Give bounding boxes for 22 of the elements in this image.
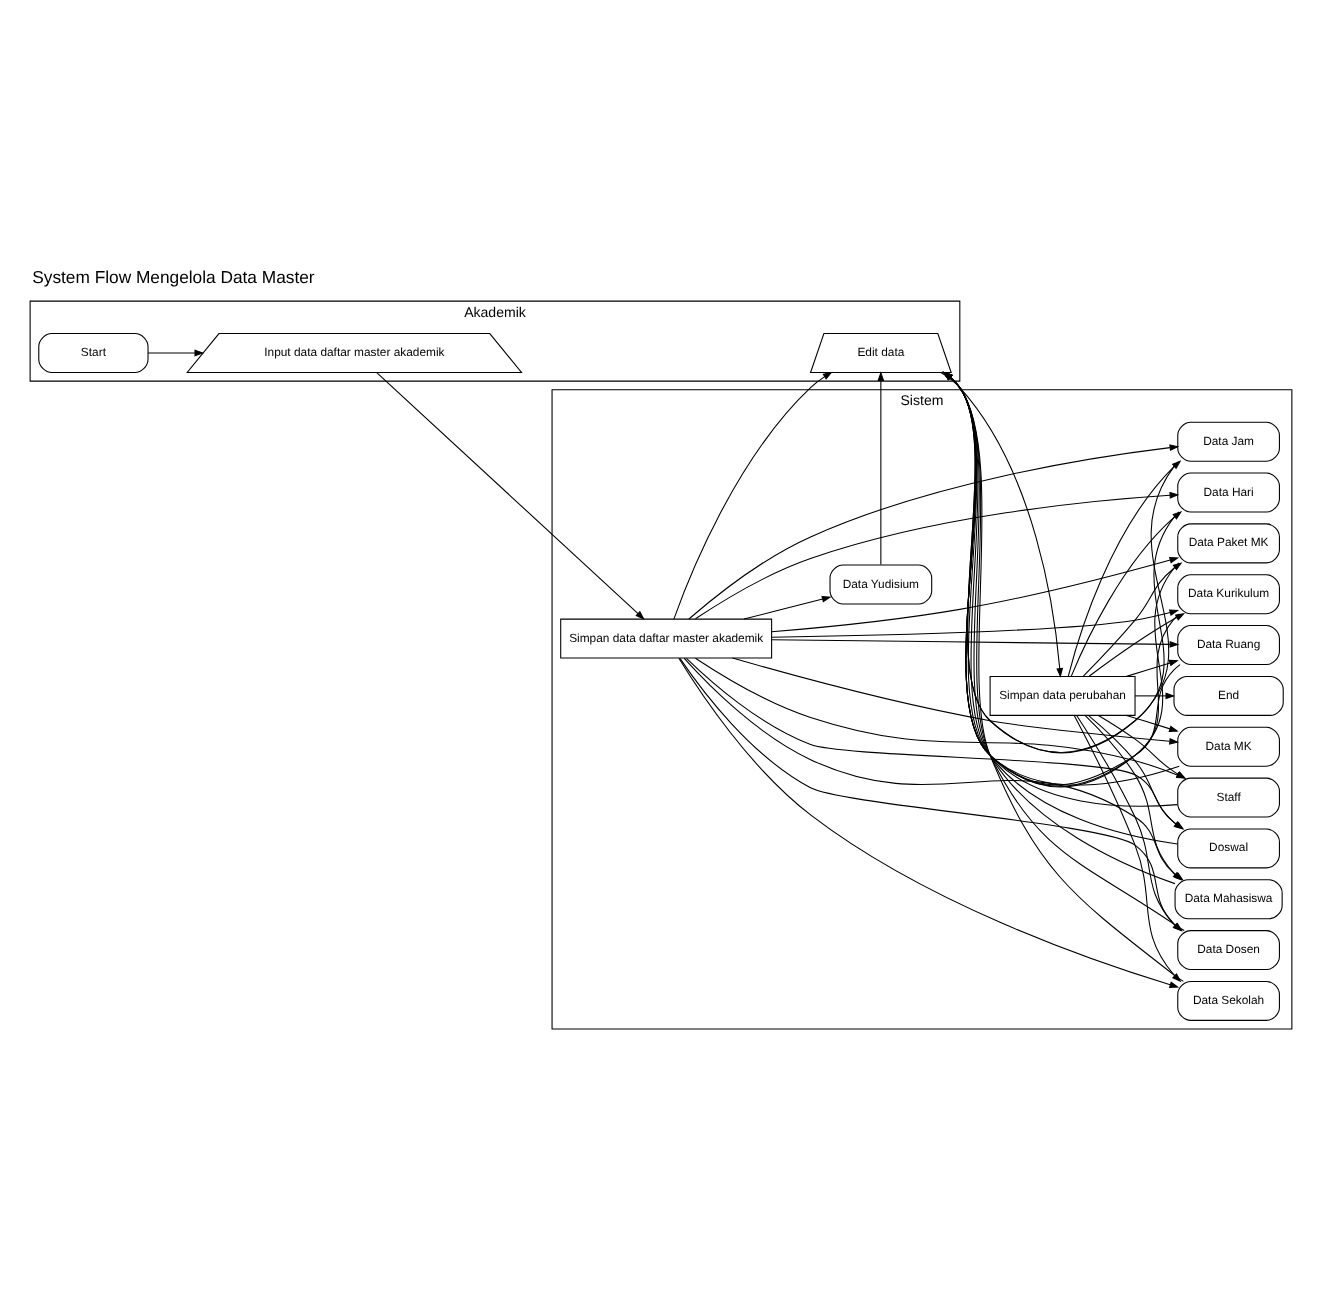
arrow (1126, 713, 1179, 731)
arrow (1070, 510, 1183, 676)
arrow (771, 608, 1180, 637)
arrow (1134, 691, 1176, 699)
arrow (771, 638, 1180, 647)
arrow (1067, 459, 1182, 676)
arrow (147, 348, 205, 356)
arrow (1082, 561, 1183, 676)
arrow (877, 370, 885, 565)
arrow (731, 656, 1180, 744)
arrow (1126, 658, 1179, 676)
arrow (771, 555, 1180, 632)
arrow (688, 443, 1180, 619)
arrow (694, 656, 1187, 778)
arrow (694, 490, 1180, 619)
arrow (673, 370, 833, 619)
diagram-title: System Flow Mengelola Data Master (32, 265, 315, 286)
arrow (1097, 714, 1187, 778)
arrow (1088, 612, 1186, 676)
arrow (743, 594, 832, 619)
arrow (376, 371, 645, 619)
arrow (940, 371, 1064, 677)
